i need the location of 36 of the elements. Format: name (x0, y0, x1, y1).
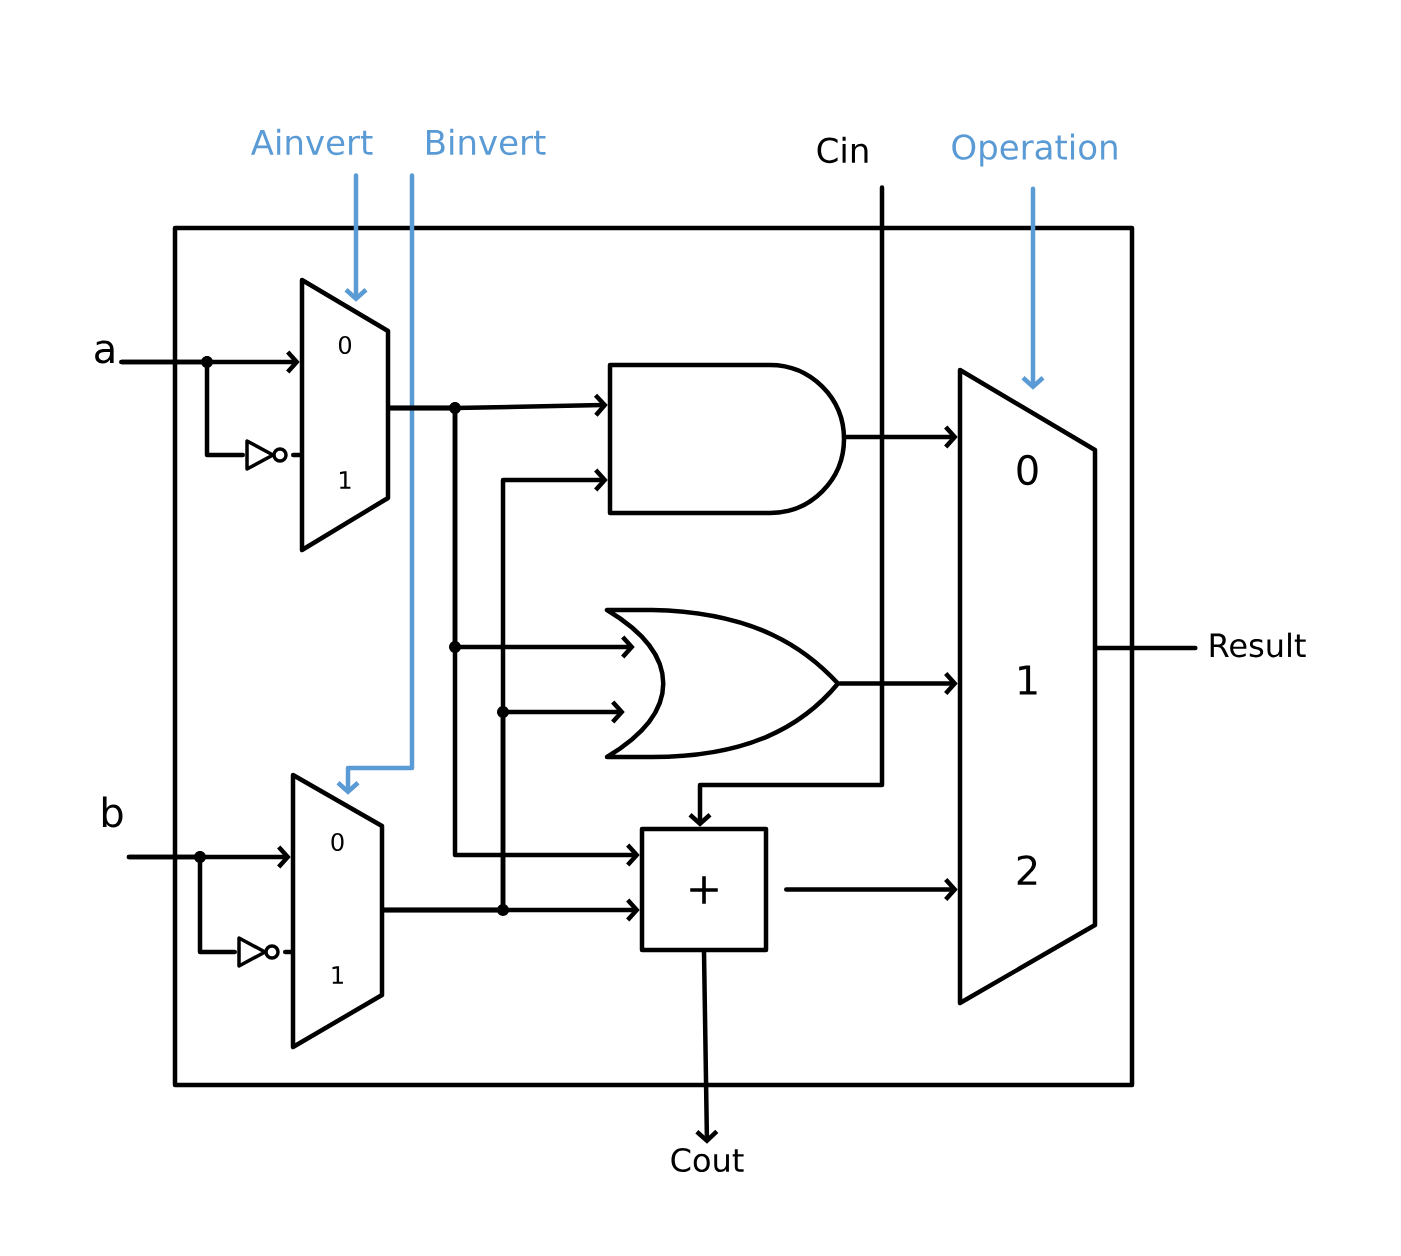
signal-label: Cin (817, 136, 868, 164)
signal-label: Ainvert (250, 128, 373, 156)
arrow (336, 173, 415, 795)
input-number: 0 (338, 335, 352, 355)
arrow (1021, 186, 1045, 390)
input-number: 1 (1019, 665, 1037, 695)
input-number: 1 (332, 966, 343, 984)
signal-label: a (95, 340, 114, 364)
and-gate (607, 362, 847, 516)
input-number: 2 (1017, 855, 1037, 885)
connector-line (283, 949, 293, 955)
arrow (838, 672, 958, 695)
signal-label: Result (1210, 632, 1306, 658)
arrow (784, 878, 958, 901)
input-number: 1 (340, 471, 351, 489)
connector-line (1095, 645, 1198, 651)
connector-line (119, 359, 245, 458)
arrow (695, 950, 719, 1144)
or-gate (604, 607, 841, 760)
arrow (388, 405, 640, 867)
arrow (844, 425, 958, 449)
arrow (688, 185, 885, 827)
arrow (344, 173, 368, 302)
signal-label: Operation (952, 133, 1117, 167)
arrow (382, 898, 640, 922)
frame-box (172, 225, 1135, 1088)
plus-sign: + (690, 876, 718, 904)
signal-label: Cout (671, 1147, 744, 1173)
input-number: 0 (1017, 454, 1038, 486)
connector-line (126, 854, 237, 955)
inverter-symbol (245, 439, 288, 471)
input-number: 0 (331, 832, 344, 852)
inverter-symbol (237, 936, 280, 968)
signal-label: Binvert (427, 128, 546, 156)
signal-label: b (102, 796, 123, 828)
connector-line (291, 452, 302, 458)
